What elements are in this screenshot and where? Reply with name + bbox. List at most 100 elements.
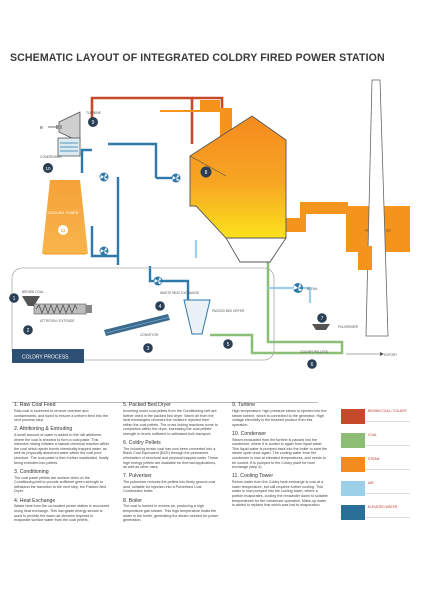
blue-pipes bbox=[80, 142, 190, 304]
key-label: AIR bbox=[368, 481, 374, 485]
step-body: Raw coal is screened to remove oversize … bbox=[14, 408, 108, 423]
step-title: 1. Raw Coal Feed bbox=[14, 402, 56, 408]
svg-text:8: 8 bbox=[205, 170, 208, 176]
key-row: COAL bbox=[340, 429, 410, 448]
description-column-2: 5. Packed Bed Dryer Incoming moist coal … bbox=[123, 402, 219, 526]
step-body: Return water from the Coldry heat exchan… bbox=[232, 480, 328, 508]
description-column-3: 9. Turbine High temperature, high pressu… bbox=[232, 402, 328, 511]
step-title: 9. Turbine bbox=[232, 402, 256, 408]
svg-text:6: 6 bbox=[311, 362, 314, 368]
step-body: Waste heat from the co-located power sta… bbox=[14, 504, 110, 523]
page-title: SCHEMATIC LAYOUT OF INTEGRATED COLDRY FI… bbox=[10, 52, 385, 64]
step-item-11: 11. Cooling Tower Return water from the … bbox=[232, 473, 328, 507]
brown-coal-hopper bbox=[22, 296, 40, 306]
step-body: High temperature, high pressure steam is… bbox=[232, 408, 327, 427]
step-marker-10: 10 bbox=[43, 163, 53, 173]
step-marker-9: 9 bbox=[88, 117, 98, 127]
divider bbox=[12, 402, 318, 403]
key-row: STEAM bbox=[340, 453, 410, 472]
step-marker-2: 2 bbox=[23, 325, 33, 335]
packed-bed-dryer bbox=[183, 299, 211, 335]
step-body: A small amount of water is added to the … bbox=[14, 433, 110, 465]
step-body: The coal is burned in excess air, produc… bbox=[123, 504, 219, 523]
condenser-label: CONDENSER bbox=[40, 155, 62, 159]
packed-bed-dryer-label: PACKED BED DRYER bbox=[212, 309, 245, 313]
boiler bbox=[189, 115, 287, 263]
step-item-4: 4. Heat Exchange Waste heat from the co-… bbox=[14, 498, 110, 523]
key-label: STEAM bbox=[368, 457, 380, 461]
step-title: 3. Conditioning bbox=[14, 468, 49, 475]
step-title: 6. Coldry Pellets bbox=[123, 439, 161, 446]
step-title: 11. Cooling Tower bbox=[232, 473, 274, 480]
step-descriptions: 1. Raw Coal Feed Raw coal is screened to… bbox=[14, 402, 414, 592]
waste-heat-exchange-label: WASTE HEAT EXCHANGE bbox=[160, 291, 199, 295]
key-label: ELEVATED WATER bbox=[368, 505, 398, 509]
svg-text:11: 11 bbox=[61, 228, 66, 233]
coldry-process-label: COLDRY PROCESS bbox=[22, 355, 69, 361]
pulveriser-label: PULVERISER bbox=[338, 325, 359, 329]
key-swatch bbox=[341, 457, 365, 472]
step-body: The incoming brown coal has now been con… bbox=[123, 446, 219, 470]
pulveriser-base bbox=[312, 324, 330, 330]
key-row: ELEVATED WATER bbox=[340, 501, 410, 520]
step-item-3: 3. Conditioning The coal paste pellets a… bbox=[14, 469, 110, 494]
step-item-6: 6. Coldry Pellets The incoming brown coa… bbox=[123, 440, 219, 470]
e-mark: e bbox=[40, 125, 43, 131]
step-title: 5. Packed Bed Dryer bbox=[123, 402, 171, 408]
attrition-extrude-label: ATTRITION / EXTRUDE bbox=[40, 319, 74, 323]
fan-icon bbox=[99, 172, 109, 182]
turbine-label: TURBINE bbox=[86, 111, 102, 115]
step-item-2: 2. Attritioning & Extruding A small amou… bbox=[14, 426, 110, 465]
brown-coal-label: BROWN COAL bbox=[22, 290, 44, 294]
key-swatch bbox=[341, 481, 365, 496]
svg-text:2: 2 bbox=[27, 328, 30, 334]
key-swatch bbox=[341, 433, 365, 448]
export-arrow-head bbox=[380, 352, 384, 356]
step-title: 8. Boiler bbox=[123, 497, 143, 504]
fan-icon bbox=[153, 276, 163, 286]
step-item-7: 7. Pulveriser The pulveriser reduces the… bbox=[123, 473, 219, 494]
step-marker-3: 3 bbox=[143, 343, 153, 353]
export-label: EXPORT bbox=[384, 353, 397, 357]
id-fan-label: ID FAN bbox=[307, 287, 318, 291]
step-marker-7: 7 bbox=[317, 313, 327, 323]
step-item-5: 5. Packed Bed Dryer Incoming moist coal … bbox=[123, 402, 219, 436]
step-marker-11: 11 bbox=[58, 225, 68, 235]
step-item-8: 8. Boiler The coal is burned in excess a… bbox=[123, 498, 219, 523]
step-marker-4: 4 bbox=[155, 301, 165, 311]
key-label: BROWN COAL / COLDRY bbox=[368, 409, 407, 413]
step-marker-8: 8 bbox=[200, 166, 212, 178]
svg-text:7: 7 bbox=[321, 316, 324, 322]
step-title: 4. Heat Exchange bbox=[14, 497, 56, 504]
key-swatch bbox=[341, 409, 365, 424]
step-marker-6: 6 bbox=[307, 359, 317, 369]
description-column-1: 1. Raw Coal Feed Raw coal is screened to… bbox=[14, 402, 110, 526]
key-row: AIR bbox=[340, 477, 410, 496]
turbine bbox=[48, 111, 81, 143]
fan-icon bbox=[99, 246, 109, 256]
coldry-process-badge bbox=[12, 349, 84, 363]
step-item-9: 9. Turbine High temperature, high pressu… bbox=[232, 402, 328, 427]
chimney-inlet bbox=[358, 246, 372, 270]
id-fan-icon bbox=[293, 283, 303, 293]
step-marker-5: 5 bbox=[223, 339, 233, 349]
cooling-tower bbox=[42, 180, 88, 255]
svg-text:3: 3 bbox=[147, 346, 150, 352]
power-station-diagram: PRECIPITATOR e TURBINE CONDENSER COOLING… bbox=[9, 79, 410, 369]
step-body: Steam exhausted from the turbine is pass… bbox=[232, 437, 328, 470]
step-body: Incoming moist coal pellets from the Con… bbox=[123, 408, 218, 436]
step-title: 10. Condenser bbox=[232, 430, 267, 437]
condenser bbox=[57, 137, 81, 157]
step-marker-1: 1 bbox=[9, 293, 19, 303]
svg-text:4: 4 bbox=[159, 304, 162, 310]
step-body: The pulveriser reduces the pellets into … bbox=[123, 480, 216, 494]
svg-text:10: 10 bbox=[45, 166, 51, 171]
key-row: BROWN COAL / COLDRY bbox=[340, 405, 410, 424]
step-item-1: 1. Raw Coal Feed Raw coal is screened to… bbox=[14, 402, 110, 423]
svg-text:1: 1 bbox=[13, 296, 16, 302]
fan-icon bbox=[171, 173, 181, 183]
cooling-tower-label: COOLING TOWER bbox=[48, 211, 79, 215]
coldry-process-box bbox=[11, 267, 275, 361]
step-item-10: 10. Condenser Steam exhausted from the t… bbox=[232, 431, 328, 470]
color-key: BROWN COAL / COLDRY COAL STEAM AIR ELEVA… bbox=[340, 405, 410, 525]
